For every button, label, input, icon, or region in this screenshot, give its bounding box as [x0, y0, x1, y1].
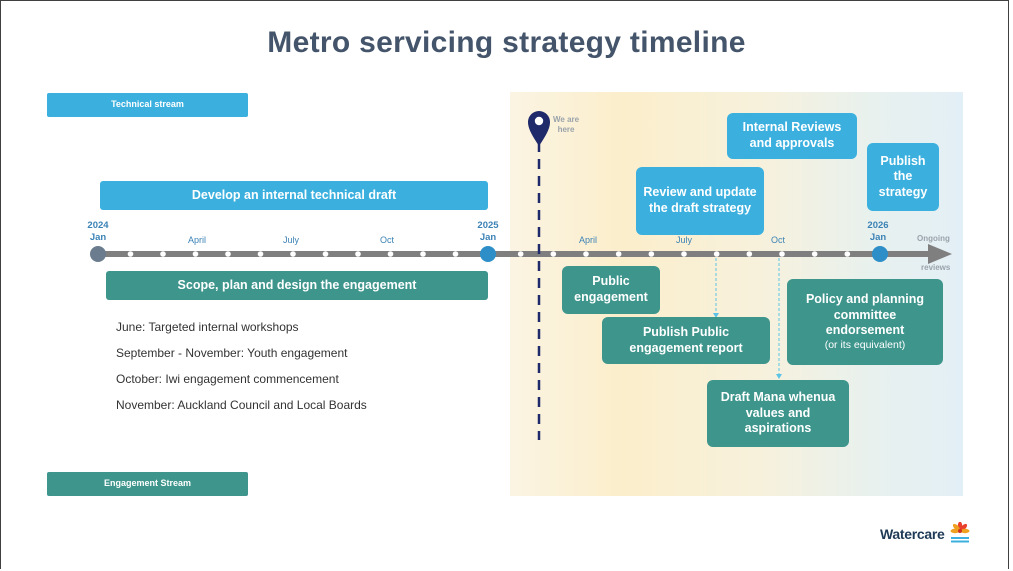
publish-report-card: Publish Public engagement report: [602, 317, 770, 364]
engagement-stream-label: Engagement Stream: [47, 472, 248, 496]
month-tick: [811, 251, 818, 257]
policy-endorsement-card: Policy and planning committee endorsemen…: [787, 279, 943, 365]
list-item: October: Iwi engagement commencement: [116, 372, 339, 386]
review-draft-card: Review and update the draft strategy: [636, 167, 764, 235]
month-label: April: [578, 235, 597, 245]
timeline-ticks: [127, 251, 851, 257]
slide-title: Metro servicing strategy timeline: [267, 26, 746, 59]
mana-whenua-card: Draft Mana whenua values and aspirations: [707, 380, 849, 447]
month-tick: [420, 251, 426, 257]
month-tick: [779, 251, 785, 257]
start-node: [90, 246, 106, 262]
month-tick: [322, 251, 329, 257]
reviews-label: reviews: [921, 263, 951, 272]
mid-node: [480, 246, 496, 262]
engagement-scope-bar: Scope, plan and design the engagement: [106, 271, 488, 300]
public-engagement-card: Public engagement: [562, 266, 660, 314]
location-pin-icon: [528, 111, 550, 146]
month-tick: [355, 251, 361, 257]
month-label: April: [187, 235, 206, 245]
end-node: [872, 246, 888, 262]
month-tick: [127, 251, 134, 257]
month-tick: [192, 251, 199, 257]
watercare-flower-icon: [950, 522, 970, 543]
month-tick: [681, 251, 687, 257]
month-tick: [648, 251, 655, 257]
technical-draft-bar: Develop an internal technical draft: [100, 181, 488, 210]
month-label: July: [282, 235, 299, 245]
month-tick: [746, 251, 753, 257]
list-item: September - November: Youth engagement: [116, 346, 348, 360]
month-label: July: [675, 235, 692, 245]
month-tick: [615, 251, 622, 257]
list-item: June: Targeted internal workshops: [116, 320, 299, 334]
month-tick: [583, 251, 589, 257]
month-tick: [160, 251, 166, 257]
month-tick: [550, 251, 557, 257]
technical-stream-label: Technical stream: [47, 93, 248, 117]
month-tick: [387, 251, 394, 257]
watercare-logo: Watercare: [880, 522, 972, 546]
month-label: Oct: [770, 235, 785, 245]
month-tick: [225, 251, 231, 257]
publish-strategy-card: Publish the strategy: [867, 143, 939, 211]
month-tick: [713, 251, 720, 257]
month-tick: [844, 251, 851, 257]
internal-reviews-card: Internal Reviews and approvals: [727, 113, 857, 159]
month-tick: [517, 251, 524, 257]
month-tick: [452, 251, 459, 257]
month-label: Oct: [379, 235, 394, 245]
timeline-arrowhead: [928, 244, 952, 264]
month-tick: [290, 251, 296, 257]
list-item: November: Auckland Council and Local Boa…: [116, 398, 367, 412]
ongoing-label: Ongoing: [917, 234, 950, 243]
month-tick: [257, 251, 264, 257]
